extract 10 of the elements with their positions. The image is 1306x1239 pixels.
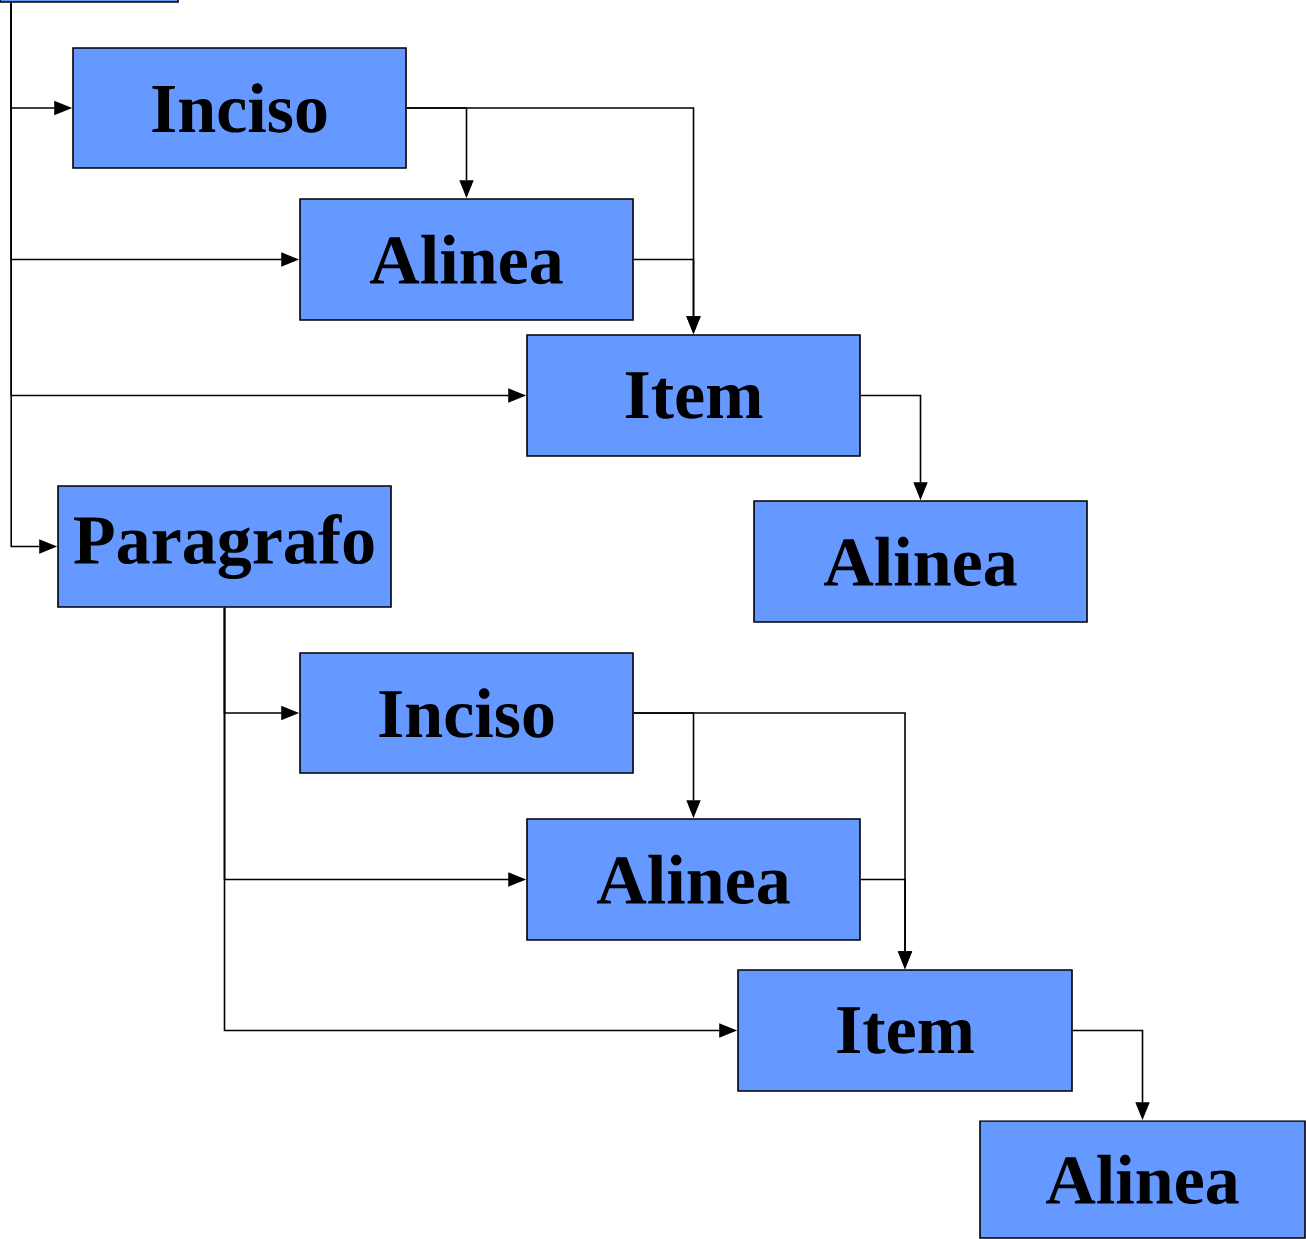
process-box: Paragrafo xyxy=(57,485,392,608)
box xyxy=(0,0,179,3)
process-box: Item xyxy=(526,334,861,457)
process-box: Alinea xyxy=(753,500,1088,623)
process-box: Alinea xyxy=(979,1120,1306,1239)
process-box: Inciso xyxy=(299,652,634,774)
process-box: Alinea xyxy=(526,818,861,941)
process-box: Item xyxy=(737,969,1073,1092)
process-box: Alinea xyxy=(299,198,634,321)
process-box: Inciso xyxy=(72,47,407,169)
